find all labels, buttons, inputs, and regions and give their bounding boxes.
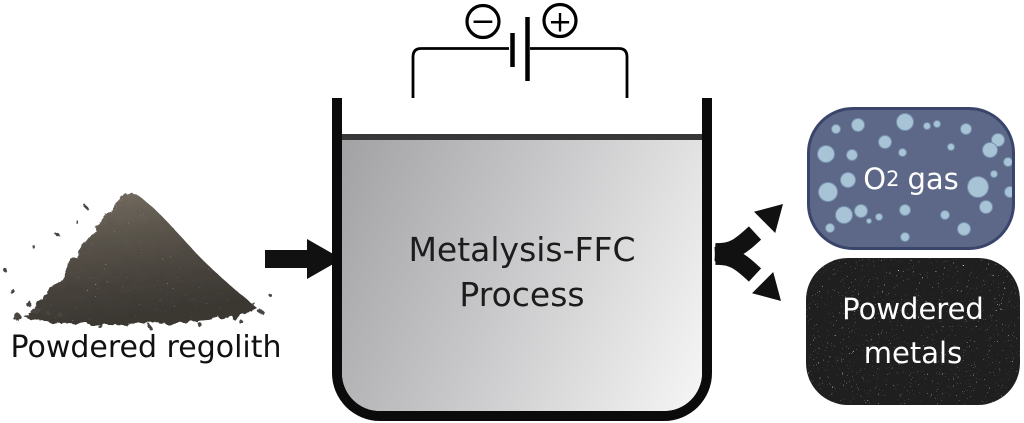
- o2-suffix: gas: [907, 161, 959, 196]
- gas-bubble: [825, 222, 836, 233]
- gas-bubble: [959, 123, 972, 136]
- svg-text:−: −: [470, 4, 495, 39]
- battery-icon: [510, 17, 530, 81]
- regolith-photo: [4, 193, 272, 329]
- gas-bubble: [923, 122, 932, 131]
- gas-bubble: [966, 175, 989, 198]
- metals-label-line1: Powdered: [842, 292, 984, 326]
- liquid-surface: [342, 134, 702, 140]
- svg-text:+: +: [548, 5, 572, 39]
- gas-bubble: [846, 149, 859, 162]
- process-title: Metalysis-FFC Process: [342, 134, 702, 411]
- gas-bubble: [898, 204, 911, 216]
- gas-bubble: [895, 113, 914, 132]
- gas-bubble: [817, 144, 836, 163]
- gas-bubble: [978, 200, 993, 215]
- gas-bubble: [835, 206, 854, 225]
- gas-bubble: [865, 217, 872, 224]
- gas-bubble: [874, 212, 883, 221]
- positive-terminal-icon: +: [542, 2, 578, 39]
- gas-bubble: [933, 119, 942, 128]
- powdered-metals-box: Powdered metals: [806, 258, 1020, 405]
- gas-bubble: [877, 134, 892, 149]
- gas-bubble: [956, 222, 971, 237]
- gas-bubble: [1003, 186, 1012, 199]
- regolith-label: Powdered regolith: [10, 330, 282, 365]
- gas-bubble: [831, 124, 842, 135]
- o2-element: O: [863, 161, 887, 196]
- arrow-right-icon: [265, 239, 342, 279]
- gas-bubble: [898, 147, 908, 157]
- electrolysis-vessel: Metalysis-FFC Process: [332, 98, 712, 421]
- gas-bubble: [981, 141, 998, 158]
- split-arrow-icon: [714, 204, 783, 301]
- process-title-line1: Metalysis-FFC: [408, 229, 636, 269]
- metals-label-line2: metals: [863, 335, 963, 370]
- gas-bubble: [899, 232, 910, 243]
- process-title-line2: Process: [459, 274, 585, 314]
- gas-bubble: [989, 170, 998, 179]
- negative-terminal-icon: −: [465, 3, 501, 40]
- gas-bubble: [840, 171, 857, 188]
- electrolyte-liquid: [342, 140, 702, 411]
- gas-bubble: [940, 210, 951, 221]
- gas-bubble: [947, 142, 956, 151]
- wire: [411, 47, 629, 140]
- gas-bubble: [851, 118, 866, 133]
- gas-bubble: [853, 204, 868, 219]
- gas-bubble: [818, 182, 839, 203]
- metal-powder-texture: [806, 258, 1020, 405]
- power-supply: − +: [411, 2, 629, 140]
- gas-bubble: [1002, 157, 1012, 168]
- powdered-metals-label: Powdered metals: [806, 258, 1020, 405]
